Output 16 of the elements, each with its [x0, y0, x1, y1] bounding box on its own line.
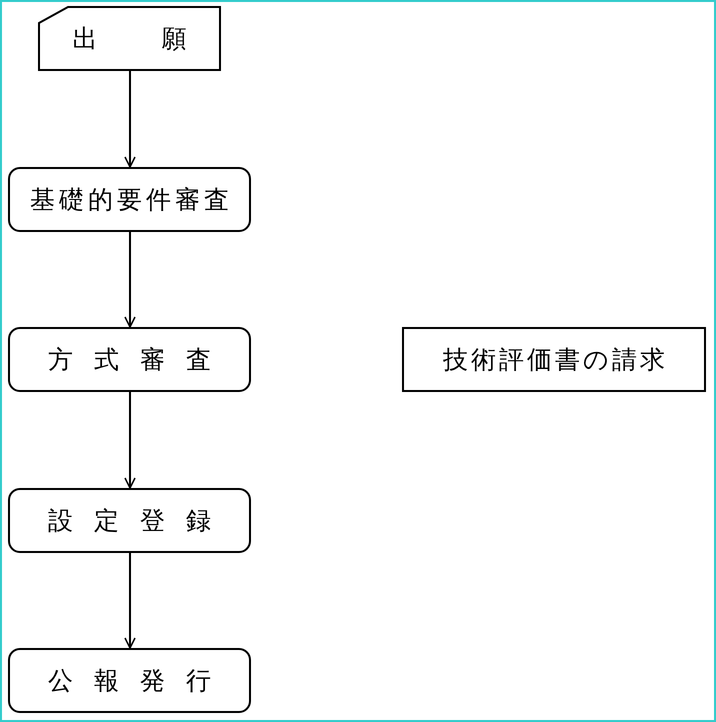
box-label: 技術評価書の請求 [442, 344, 668, 376]
process-box [8, 488, 251, 553]
card-box [38, 6, 221, 71]
box-label: 公報発行 [47, 665, 232, 697]
arrow [124, 71, 136, 168]
process-box [8, 648, 251, 713]
box-label: 出願 [72, 23, 250, 55]
process-box [8, 327, 251, 392]
arrow [124, 553, 136, 649]
arrow [124, 232, 136, 328]
process-box [402, 327, 706, 392]
process-box [8, 167, 251, 232]
box-label: 基礎的要件審査 [29, 184, 233, 216]
box-label: 方式審査 [47, 344, 232, 376]
arrow [124, 392, 136, 489]
box-label: 設定登録 [47, 505, 232, 537]
